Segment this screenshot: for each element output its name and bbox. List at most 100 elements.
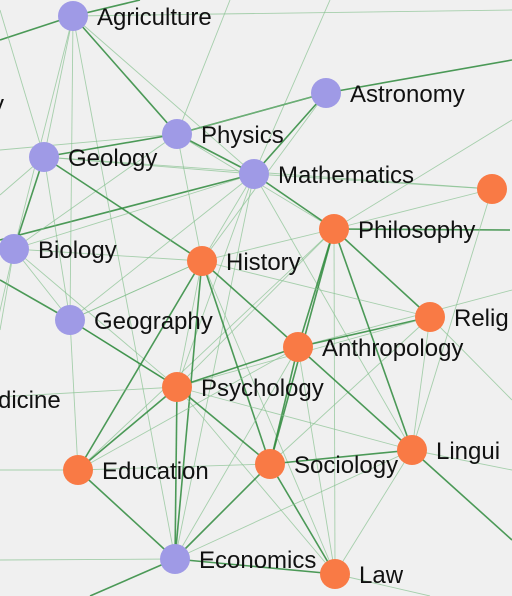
node-astronomy[interactable] xyxy=(311,78,341,108)
node-law[interactable] xyxy=(320,559,350,589)
edge-physics-history xyxy=(176,133,203,262)
edge-line xyxy=(0,9,45,158)
edge-line xyxy=(334,573,431,596)
edge-line xyxy=(0,558,176,561)
node-biology[interactable] xyxy=(0,234,29,264)
label-psychology: Psychology xyxy=(201,375,324,402)
edge-education-geography xyxy=(69,319,79,471)
label-philosophy: Philosophy xyxy=(358,217,475,244)
label-agriculture: Agriculture xyxy=(97,4,212,31)
edge-anthropology-sociology xyxy=(269,346,299,465)
edge-education-economics xyxy=(77,469,176,560)
label-sociology: Sociology xyxy=(294,452,398,479)
edge-biology-history xyxy=(13,248,203,262)
node-religion[interactable] xyxy=(415,302,445,332)
edge-agriculture-biology xyxy=(13,15,74,250)
edge-line xyxy=(72,9,512,17)
edge-geography-history xyxy=(69,260,203,321)
edge-anthropology-linguistics xyxy=(297,346,413,451)
edge-biology-geography xyxy=(13,248,71,321)
edge-anthropology-economics xyxy=(174,346,299,560)
label-anthropology: Anthropology xyxy=(322,335,463,362)
edge-anthropology-law xyxy=(297,346,336,575)
edge-religion-sociology xyxy=(269,316,431,465)
edge-biology-psychology xyxy=(13,248,178,388)
edge-line xyxy=(253,0,331,175)
label-religion: Relig xyxy=(454,305,509,332)
edge-economics-linguistics xyxy=(174,449,413,560)
edge-line xyxy=(89,558,176,596)
node-education[interactable] xyxy=(63,455,93,485)
node-psychology[interactable] xyxy=(162,372,192,402)
node-anthropology[interactable] xyxy=(283,332,313,362)
label-law: Law xyxy=(359,562,404,589)
edge-history-anthropology xyxy=(201,260,299,348)
edge-line xyxy=(325,59,512,94)
node-offscreen[interactable] xyxy=(477,174,507,204)
node-sociology[interactable] xyxy=(255,449,285,479)
edge-agriculture-economics xyxy=(72,15,176,560)
edge-line xyxy=(411,449,512,471)
node-mathematics[interactable] xyxy=(239,159,269,189)
label-mathematics: Mathematics xyxy=(278,162,414,189)
edge-psychology-education xyxy=(77,386,178,471)
edge-agriculture-geography xyxy=(69,15,74,321)
edge-agriculture-geology xyxy=(43,15,74,158)
edge-philosophy-linguistics xyxy=(333,228,413,451)
edge-linguistics-law xyxy=(334,449,413,575)
label-linguistics: Lingui xyxy=(436,438,500,465)
edge-agriculture-physics xyxy=(72,15,178,135)
edge-line xyxy=(333,228,511,231)
node-geology[interactable] xyxy=(29,142,59,172)
edge-linguistics-offscreen xyxy=(411,188,493,451)
node-linguistics[interactable] xyxy=(397,435,427,465)
edge-history-psychology xyxy=(176,260,203,388)
edge-religion-anthropology xyxy=(297,316,431,348)
edge-sociology-law xyxy=(269,463,336,575)
node-philosophy[interactable] xyxy=(319,214,349,244)
edge-mathematics-biology xyxy=(13,173,255,250)
edge-sociology-economics xyxy=(174,463,271,560)
node-agriculture[interactable] xyxy=(58,1,88,31)
edge-medicine-biology xyxy=(0,248,15,313)
label-geography: Geography xyxy=(94,308,213,335)
edge-philosophy-religion xyxy=(333,228,431,318)
node-history[interactable] xyxy=(187,246,217,276)
edge-anthropology-education xyxy=(77,346,299,471)
node-geography[interactable] xyxy=(55,305,85,335)
edge-psychology-economics xyxy=(174,386,178,560)
edge-psychology-linguistics xyxy=(176,386,413,451)
label-economics: Economics xyxy=(199,547,316,574)
label-education: Education xyxy=(102,458,209,485)
edge-mathematics-geography xyxy=(69,173,255,321)
edge-sociology-linguistics xyxy=(269,449,413,465)
label-history: History xyxy=(226,249,301,276)
edge-religion-linguistics xyxy=(411,316,431,451)
edge-psychology-sociology xyxy=(176,386,271,465)
label-physics: Physics xyxy=(201,122,284,149)
edge-astronomy-mathematics xyxy=(253,92,327,175)
edge-history-law xyxy=(201,260,336,575)
edge-economics-law xyxy=(174,558,336,575)
edge-mathematics-philosophy xyxy=(253,173,335,230)
label-geology: Geology xyxy=(68,145,157,172)
edge-philosophy-offscreen xyxy=(333,188,493,230)
edge-line xyxy=(176,0,231,135)
node-economics[interactable] xyxy=(160,544,190,574)
edge-philosophy-history xyxy=(201,228,335,262)
edge-philosophy-education xyxy=(77,228,335,471)
label-astrology: y xyxy=(0,91,4,118)
edge-history-sociology xyxy=(201,260,271,465)
edge-physics-geology xyxy=(43,133,178,158)
edge-line xyxy=(333,119,512,230)
edge-mathematics-history xyxy=(201,173,255,262)
edge-geology-history xyxy=(43,156,203,262)
edge-anthropology-psychology xyxy=(176,346,299,388)
edge-astronomy-physics xyxy=(176,92,327,135)
edge-medicine-psychology xyxy=(0,386,178,398)
edge-line xyxy=(411,449,512,541)
edge-line xyxy=(429,316,512,401)
node-physics[interactable] xyxy=(162,119,192,149)
